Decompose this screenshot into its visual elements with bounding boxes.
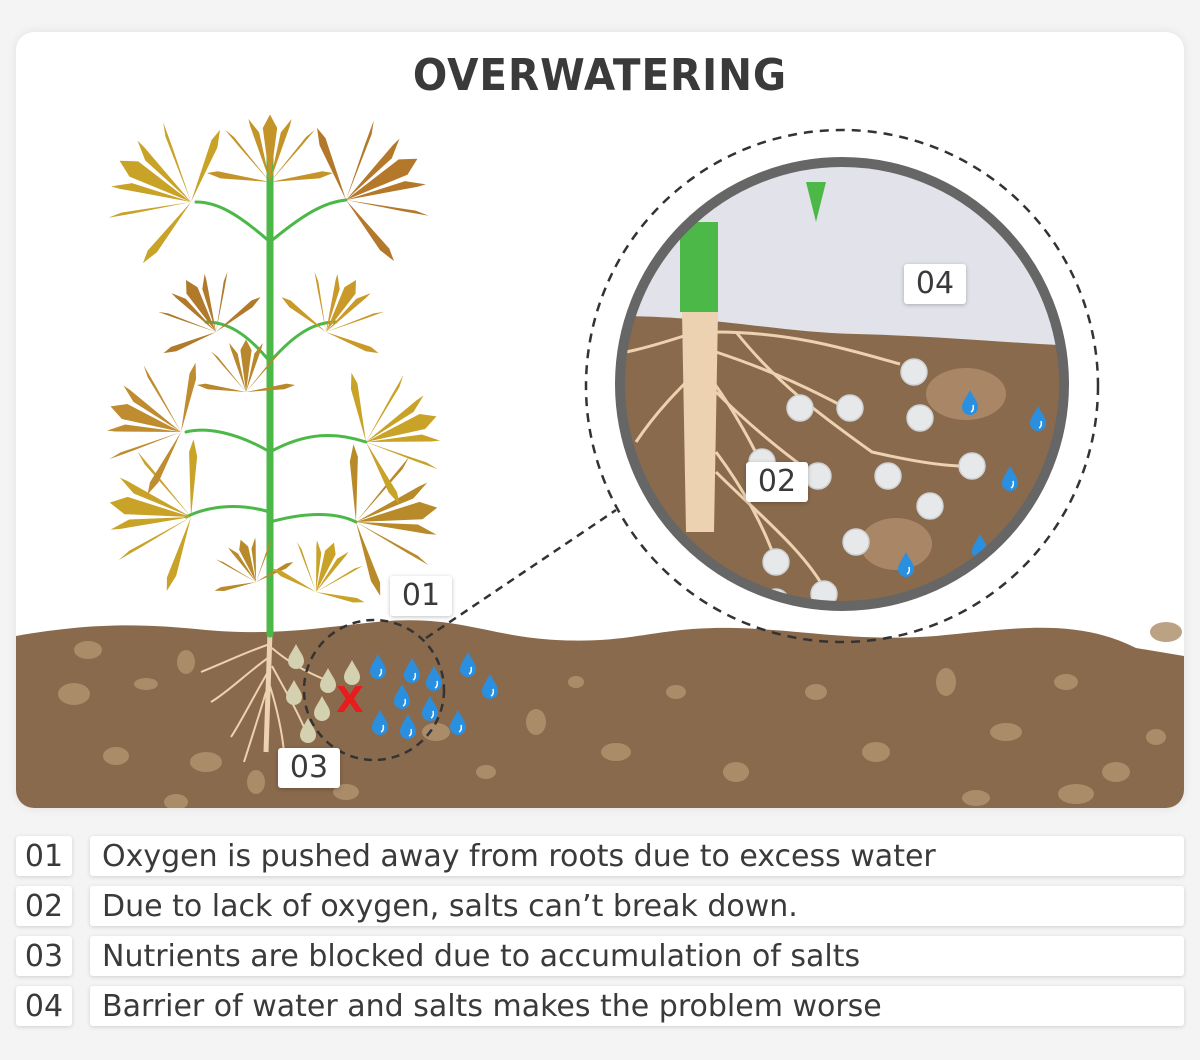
legend: 01 Oxygen is pushed away from roots due … (16, 836, 1184, 1036)
blocked-x-mark: X (336, 680, 364, 721)
overwatering-illustration: X (16, 92, 1184, 808)
diagram-card: OVERWATERING (16, 32, 1184, 808)
legend-item: 01 Oxygen is pushed away from roots due … (16, 836, 1184, 876)
callout-02: 02 (746, 462, 808, 502)
legend-text: Due to lack of oxygen, salts can’t break… (90, 886, 1184, 926)
magnifier-ring (615, 157, 1069, 611)
magnifier-dashed-ring (584, 128, 1100, 644)
legend-text: Barrier of water and salts makes the pro… (90, 986, 1184, 1026)
legend-item: 03 Nutrients are blocked due to accumula… (16, 936, 1184, 976)
callout-04: 04 (904, 264, 966, 304)
legend-item: 04 Barrier of water and salts makes the … (16, 986, 1184, 1026)
legend-number: 01 (16, 836, 72, 876)
legend-number: 02 (16, 886, 72, 926)
legend-text: Nutrients are blocked due to accumulatio… (90, 936, 1184, 976)
plant-roots (200, 631, 327, 763)
legend-item: 02 Due to lack of oxygen, salts can’t br… (16, 886, 1184, 926)
legend-number: 03 (16, 936, 72, 976)
soil (16, 620, 1184, 808)
page-title: OVERWATERING (412, 50, 788, 101)
soil-specks (58, 622, 1182, 808)
legend-text: Oxygen is pushed away from roots due to … (90, 836, 1184, 876)
callout-03: 03 (278, 748, 340, 788)
callout-01: 01 (390, 576, 452, 616)
zoom-origin-circle (302, 618, 446, 762)
legend-number: 04 (16, 986, 72, 1026)
